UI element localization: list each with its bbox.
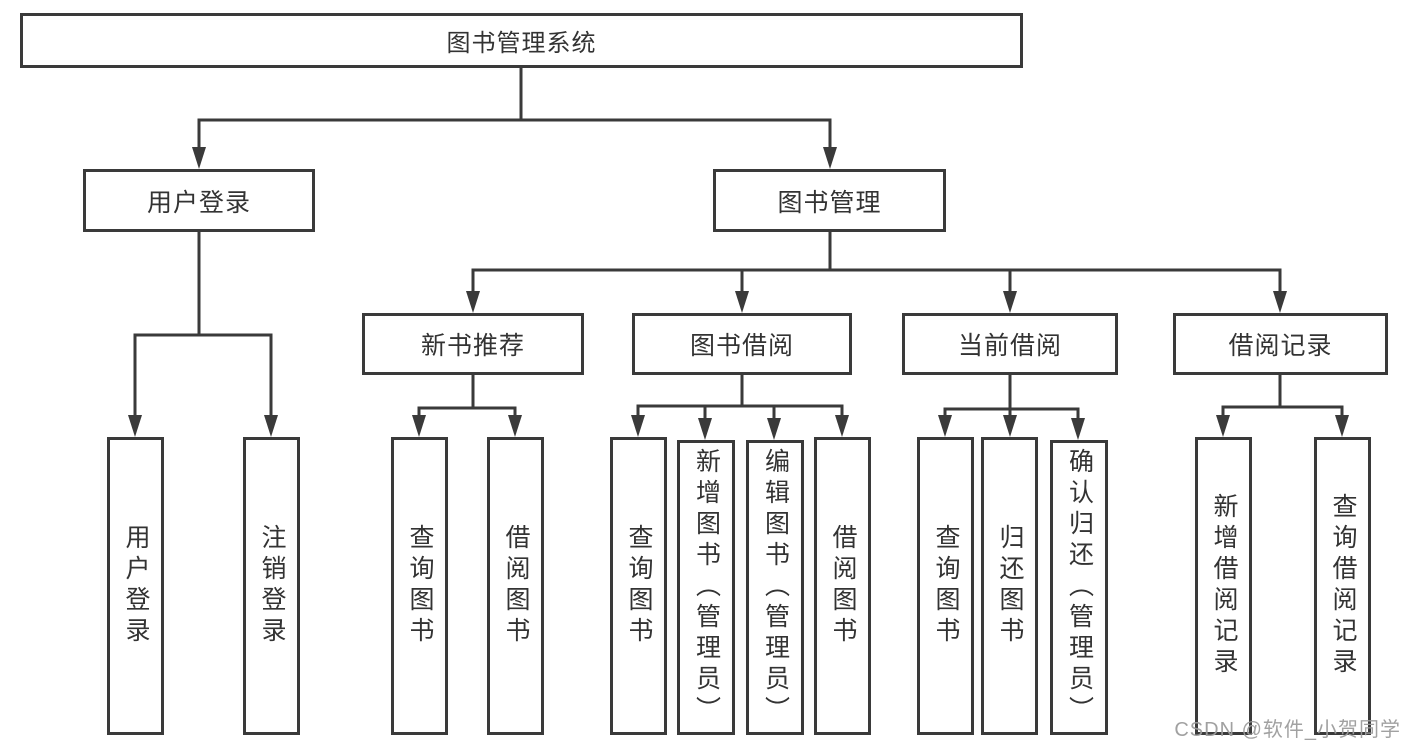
node-book-borrow: 图书借阅	[632, 313, 852, 375]
node-leaf-query-books-borrow: 查询图书	[610, 437, 667, 735]
leaf-label: 归还图书	[996, 524, 1024, 648]
leaf-label: 注销登录	[258, 524, 286, 648]
connector-current-borrow	[938, 373, 1085, 440]
node-leaf-query-books-recommend: 查询图书	[391, 437, 448, 735]
connector-root	[192, 66, 837, 169]
leaf-label: 借阅图书	[829, 524, 857, 648]
connector-new-book-recommend	[412, 373, 522, 437]
node-leaf-edit-book-admin: 编辑图书（管理员）	[746, 440, 804, 735]
leaf-label: 查询借阅记录	[1329, 493, 1357, 679]
node-leaf-add-borrow-record: 新增借阅记录	[1195, 437, 1252, 735]
leaf-label: 用户登录	[122, 524, 150, 648]
node-leaf-confirm-return-admin: 确认归还（管理员）	[1050, 440, 1108, 735]
leaf-label: 新增图书（管理员）	[692, 448, 721, 727]
node-leaf-logout: 注销登录	[243, 437, 300, 735]
node-user-login: 用户登录	[83, 169, 315, 232]
node-borrow-records: 借阅记录	[1173, 313, 1388, 375]
leaf-label: 借阅图书	[502, 524, 530, 648]
node-new-book-recommend: 新书推荐	[362, 313, 584, 375]
node-leaf-borrow-books: 借阅图书	[814, 437, 871, 735]
leaf-label: 编辑图书（管理员）	[761, 448, 790, 727]
node-leaf-add-book-admin: 新增图书（管理员）	[677, 440, 735, 735]
connector-book-management	[466, 230, 1287, 313]
leaf-label: 查询图书	[932, 524, 960, 648]
node-leaf-query-books-current: 查询图书	[917, 437, 974, 735]
node-leaf-user-login: 用户登录	[107, 437, 164, 735]
connector-book-borrow	[631, 373, 849, 440]
node-leaf-return-book: 归还图书	[981, 437, 1038, 735]
node-leaf-query-borrow-record: 查询借阅记录	[1314, 437, 1371, 735]
leaf-label: 查询图书	[406, 524, 434, 648]
node-root: 图书管理系统	[20, 13, 1023, 68]
node-leaf-borrow-books-recommend: 借阅图书	[487, 437, 544, 735]
leaf-label: 确认归还（管理员）	[1065, 448, 1094, 727]
node-current-borrow: 当前借阅	[902, 313, 1118, 375]
leaf-label: 查询图书	[625, 524, 653, 648]
connector-borrow-records	[1216, 373, 1349, 437]
connector-user-login	[128, 230, 278, 437]
watermark: CSDN @软件_小贺同学	[1174, 719, 1401, 741]
node-book-management: 图书管理	[713, 169, 946, 232]
leaf-label: 新增借阅记录	[1210, 493, 1238, 679]
